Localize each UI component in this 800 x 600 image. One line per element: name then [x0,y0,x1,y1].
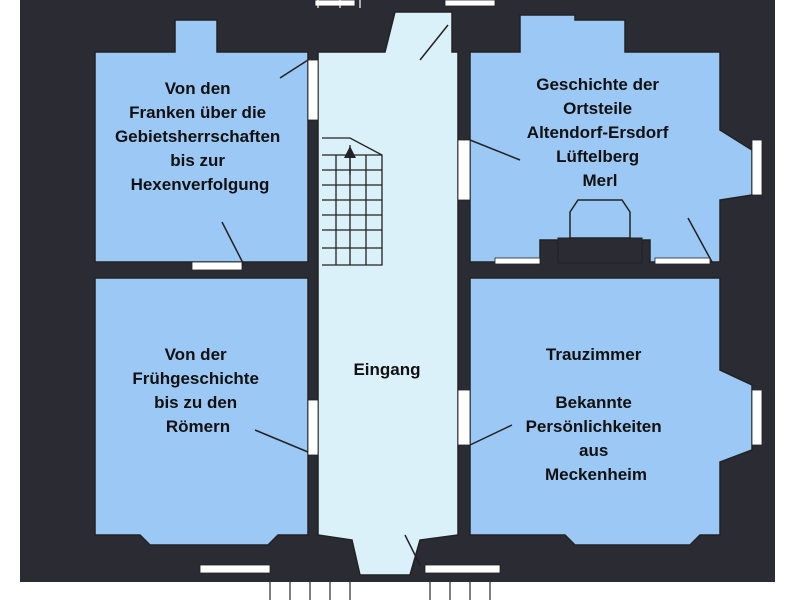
right-margin [775,0,800,600]
window [751,139,763,196]
room-label-line: Merl [583,171,618,190]
room-label-line: Von der [165,345,227,364]
room-bottom-right [469,277,753,546]
window [494,257,541,265]
stair-arrow-icon [344,146,356,158]
room-label-line: Ortsteile [563,99,632,118]
window [307,399,319,456]
room-label-line: bis zu den [154,393,237,412]
room-label-line: Von den [165,79,231,98]
room-label-line: aus [579,441,608,460]
corridor-eingang [317,11,459,576]
window [751,389,763,446]
window [307,59,319,121]
room-label-line: Römern [166,417,230,436]
stove-top [569,199,631,239]
windows [191,0,763,574]
window [314,0,356,7]
room-label-bottom-left: Von der Frühgeschichte bis zu den Römern [132,345,263,436]
room-label-bottom-right: Trauzimmer Bekannte Persönlichkeiten aus… [526,345,667,484]
room-label-line: Trauzimmer [546,345,642,364]
room-label-line: bis zur [170,151,225,170]
window [444,0,496,7]
room-label-line: Geschichte der [536,75,659,94]
room-label-line: Lüftelberg [556,147,639,166]
room-label-line: Hexenverfolgung [131,175,270,194]
room-label-line: Altendorf-Ersdorf [527,123,669,142]
corridor-label: Eingang [353,360,420,379]
room-bottom-left [94,277,309,546]
left-margin [0,0,20,600]
room-label-line: Persönlichkeiten [526,417,662,436]
window [457,139,471,201]
window [199,564,271,574]
room-label-top-right: Geschichte der Ortsteile Altendorf-Ersdo… [527,75,673,190]
door-swings [221,24,713,566]
room-label-line: Gebietsherrschaften [115,127,280,146]
room-label-line: Meckenheim [545,465,647,484]
window [191,261,243,271]
window [457,389,471,446]
room-label-line: Bekannte [555,393,632,412]
room-top-left [94,19,309,263]
room-label-line: Franken über die [129,103,266,122]
room-label-top-left: Von den Franken über die Gebietsherrscha… [115,79,285,194]
entrance-steps-dark [269,582,491,600]
room-label-line: Frühgeschichte [132,369,259,388]
stove-base [557,237,643,264]
window [654,257,711,265]
top-steps [317,0,361,8]
ground-area [20,582,775,600]
window [424,564,501,574]
